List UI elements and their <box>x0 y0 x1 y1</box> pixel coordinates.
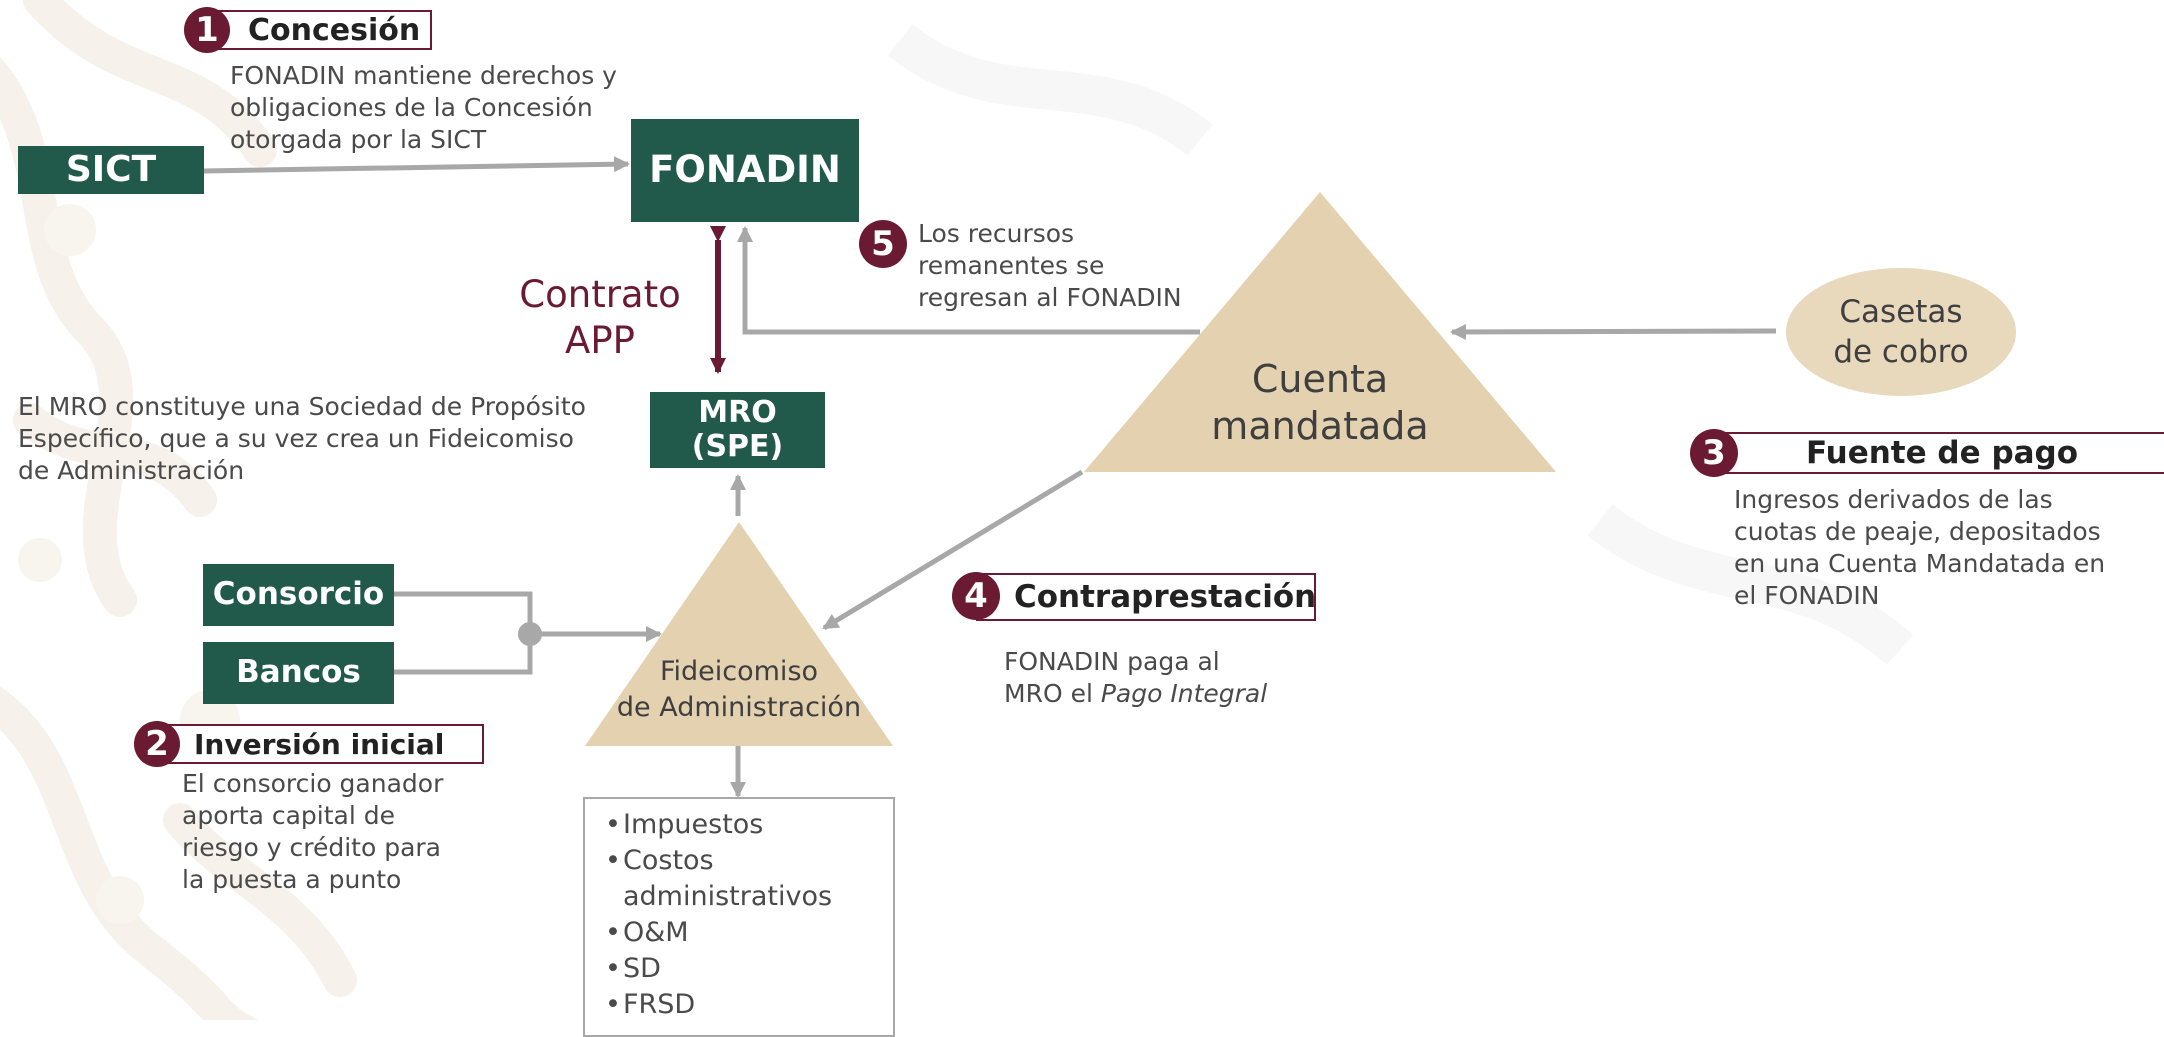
step4-title: Contraprestación <box>1014 579 1317 615</box>
step1-line: obligaciones de la Concesión <box>230 93 593 122</box>
casetas-line: Casetas <box>1839 294 1963 330</box>
contrato-line: APP <box>565 319 635 362</box>
fonadin-box: FONADIN <box>631 119 859 222</box>
step2-title: Inversión inicial <box>194 727 445 761</box>
contrato-app-label: Contrato APP <box>510 272 690 364</box>
pago-integral-text: Pago Integral <box>1100 679 1268 708</box>
step4-label: Contraprestación <box>976 573 1316 621</box>
expenses-list: Impuestos Costos administrativos O&M SD … <box>605 807 893 1023</box>
step2-label: Inversión inicial <box>160 724 484 764</box>
mro-note: El MRO constituye una Sociedad de Propós… <box>18 391 586 487</box>
line-bancos <box>394 634 533 675</box>
step5-description: Los recursos remanentes se regresan al F… <box>918 218 1182 314</box>
bancos-box: Bancos <box>203 642 394 704</box>
step3-label: Fuente de pago <box>1720 432 2164 474</box>
step3-title: Fuente de pago <box>1806 435 2079 471</box>
arrow-sict-fonadin <box>203 156 630 174</box>
expense-item: Costos <box>605 843 893 879</box>
arrow-casetas-cuenta <box>1450 323 1777 340</box>
step2-line: riesgo y crédito para <box>182 833 441 862</box>
arrow-cuenta-fideicomiso <box>822 469 1084 631</box>
consorcio-box: Consorcio <box>203 564 394 626</box>
step2-line: El consorcio ganador <box>182 769 444 798</box>
step3-line: cuotas de peaje, depositados <box>1734 517 2101 546</box>
casetas-line: de cobro <box>1833 334 1969 370</box>
expense-item: FRSD <box>605 987 893 1023</box>
fideicomiso-line: de Administración <box>616 692 862 723</box>
contrato-line: Contrato <box>519 273 681 316</box>
step5-line: remanentes se <box>918 251 1105 280</box>
mro-note-line: Específico, que a su vez crea un Fideico… <box>18 424 574 453</box>
step2-line: la puesta a punto <box>182 865 402 894</box>
mro-note-line: de Administración <box>18 456 245 485</box>
step1-line: otorgada por la SICT <box>230 125 487 154</box>
fonadin-label: FONADIN <box>649 148 841 192</box>
cuenta-line: mandatada <box>1211 404 1429 448</box>
step1-title: Concesión <box>248 12 421 48</box>
expense-item: Impuestos <box>605 807 893 843</box>
fideicomiso-line: Fideicomiso <box>659 656 819 687</box>
step2-line: aporta capital de <box>182 801 395 830</box>
step3-line: en una Cuenta Mandatada en <box>1734 549 2106 578</box>
mro-line: MRO <box>698 394 777 430</box>
sict-label: SICT <box>65 149 157 191</box>
step4-description: FONADIN paga al MRO el Pago Integral <box>1004 646 1267 710</box>
cuenta-mandatada-label: Cuenta mandatada <box>1140 356 1500 450</box>
expense-item: SD <box>605 951 893 987</box>
step3-line: el FONADIN <box>1734 581 1880 610</box>
step5-number: 5 <box>859 220 907 268</box>
step4-line: FONADIN paga al <box>1004 647 1220 676</box>
step5-line: Los recursos <box>918 219 1075 248</box>
expenses-box: Impuestos Costos administrativos O&M SD … <box>583 797 895 1037</box>
step1-line: FONADIN mantiene derechos y <box>230 61 617 90</box>
casetas-ellipse: Casetas de cobro <box>1786 268 2016 396</box>
sict-box: SICT <box>18 146 204 194</box>
arrow-remanentes <box>737 226 1200 335</box>
consorcio-label: Consorcio <box>212 576 385 613</box>
step3-description: Ingresos derivados de las cuotas de peaj… <box>1734 484 2105 612</box>
mro-box: MRO (SPE) <box>650 392 825 468</box>
step3-line: Ingresos derivados de las <box>1734 485 2053 514</box>
step1-label: Concesión <box>206 10 432 50</box>
mro-line: (SPE) <box>691 429 784 464</box>
expense-item: O&M <box>605 915 893 951</box>
step4-line2-prefix: MRO el <box>1004 679 1101 708</box>
step4-line: MRO el Pago Integral <box>1004 678 1267 710</box>
bancos-label: Bancos <box>236 654 361 691</box>
step1-description: FONADIN mantiene derechos y obligaciones… <box>230 60 617 156</box>
fideicomiso-label: Fideicomiso de Administración <box>590 654 888 726</box>
step2-description: El consorcio ganador aporta capital de r… <box>182 768 443 896</box>
expense-item-continuation: administrativos <box>623 881 833 912</box>
cuenta-line: Cuenta <box>1251 357 1389 401</box>
step1-number: 1 <box>184 7 230 53</box>
step5-line: regresan al FONADIN <box>918 283 1182 312</box>
step3-number: 3 <box>1690 429 1738 477</box>
mro-note-line: El MRO constituye una Sociedad de Propós… <box>18 392 586 421</box>
step2-number: 2 <box>134 721 180 767</box>
line-consorcio <box>394 591 533 634</box>
step4-number: 4 <box>952 572 1000 620</box>
